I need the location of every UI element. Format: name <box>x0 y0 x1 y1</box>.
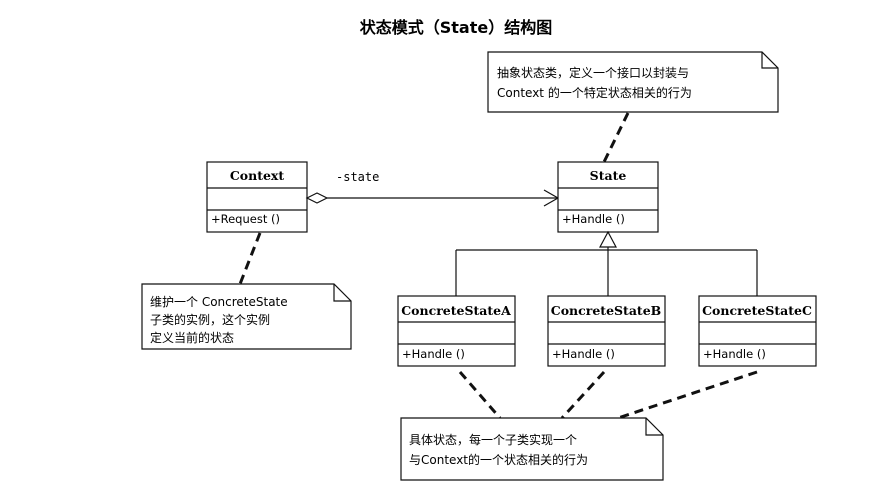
note-context-connector <box>238 232 262 285</box>
class-concrete-state-c-box <box>698 295 817 367</box>
note-state-line-1: 抽象状态类，定义一个接口以封装与 <box>497 65 689 80</box>
class-concrete-state-b: ConcreteStateB +Handle () <box>547 295 666 367</box>
note-state-line-2: Context 的一个特定状态相关的行为 <box>497 85 692 100</box>
class-context-op: +Request () <box>211 212 280 226</box>
note-context: 维护一个 ConcreteState 子类的实例，这个实例 定义当前的状态 <box>141 283 352 350</box>
note-concrete-fold <box>645 418 663 436</box>
class-concrete-state-b-name: ConcreteStateB <box>551 303 661 318</box>
class-state: State +Handle () <box>557 161 659 233</box>
note-concrete-connector-c <box>617 370 758 420</box>
class-concrete-state-a-op: +Handle () <box>402 347 465 361</box>
note-context-line-2: 子类的实例，这个实例 <box>150 312 270 327</box>
class-concrete-state-a: ConcreteStateA +Handle () <box>397 295 516 367</box>
note-concrete: 具体状态，每一个子类实现一个 与Context的一个状态相关的行为 <box>400 417 664 481</box>
class-state-name: State <box>590 168 627 183</box>
class-concrete-state-c: ConcreteStateC +Handle () <box>698 295 817 367</box>
note-state-connector <box>602 112 630 163</box>
note-concrete-line-1: 具体状态，每一个子类实现一个 <box>409 432 577 447</box>
note-context-shape <box>141 283 352 350</box>
association-role-label: -state <box>336 170 379 184</box>
class-concrete-state-a-box <box>397 295 516 367</box>
note-concrete-line-2: 与Context的一个状态相关的行为 <box>409 452 588 467</box>
class-concrete-state-a-name: ConcreteStateA <box>401 303 511 318</box>
class-concrete-state-c-op: +Handle () <box>703 347 766 361</box>
note-context-line-3: 定义当前的状态 <box>150 330 234 345</box>
note-concrete-connector-a <box>458 371 502 419</box>
class-state-op: +Handle () <box>562 212 625 226</box>
class-context-name: Context <box>230 168 285 183</box>
note-state: 抽象状态类，定义一个接口以封装与 Context 的一个特定状态相关的行为 <box>487 51 779 113</box>
note-state-shape <box>487 51 779 113</box>
note-concrete-shape <box>400 417 664 481</box>
class-context: Context +Request () <box>206 161 308 233</box>
association-context-state: -state <box>305 170 560 207</box>
class-context-box <box>206 161 308 233</box>
note-context-fold <box>333 284 351 302</box>
note-context-line-1: 维护一个 ConcreteState <box>150 295 288 309</box>
class-concrete-state-b-op: +Handle () <box>552 347 615 361</box>
diagram-title: 状态模式（State）结构图 <box>360 18 552 37</box>
class-concrete-state-b-box <box>547 295 666 367</box>
note-concrete-connector-b <box>560 370 606 420</box>
generalization-tree <box>455 230 758 296</box>
class-concrete-state-c-name: ConcreteStateC <box>702 303 812 318</box>
generalization-triangle <box>599 230 617 248</box>
aggregation-diamond <box>305 192 329 204</box>
note-state-fold <box>761 52 778 69</box>
